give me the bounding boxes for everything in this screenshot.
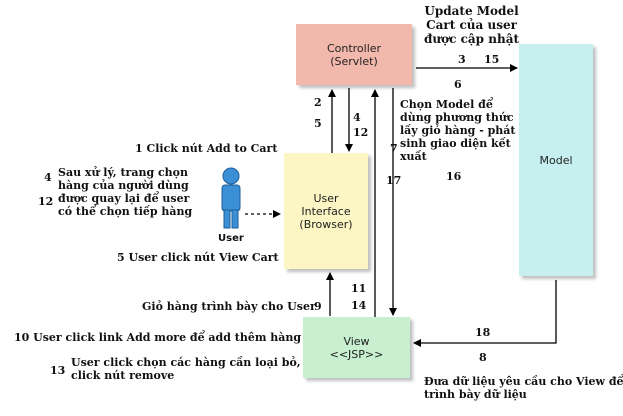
step-5: 5 [314, 117, 322, 130]
step-14: 14 [351, 299, 367, 312]
controller-subtitle: (Servlet) [330, 54, 378, 68]
controller-box: Controller (Servlet) [296, 24, 412, 85]
step-4: 4 [353, 111, 361, 124]
step-18: 18 [475, 326, 491, 339]
user-interface-box: User Interface (Browser) [284, 153, 368, 269]
note-update-model: Update Model Cart của user được cập nhật [424, 4, 520, 46]
ui-line-2: Interface [301, 204, 351, 218]
model-box: Model [519, 44, 593, 276]
arrow-model-to-view [413, 280, 557, 347]
step-2: 2 [314, 96, 322, 109]
user-label: User [218, 233, 244, 244]
model-title: Model [539, 153, 573, 167]
side-number-13: 13 [50, 364, 66, 377]
view-title: View [343, 334, 370, 348]
step-3: 3 [458, 53, 466, 66]
user-figure-icon [221, 167, 241, 229]
note-dua-du-lieu: Đưa dữ liệu yêu cầu cho View để trình bà… [424, 375, 623, 401]
step-17: 17 [386, 174, 402, 187]
note-click-add-to-cart: 1 Click nút Add to Cart [135, 142, 278, 155]
controller-title: Controller [326, 41, 382, 55]
step-12: 12 [353, 126, 369, 139]
step-16: 16 [446, 170, 462, 183]
note-gio-hang: Giỏ hàng trình bày cho User [142, 300, 316, 313]
step-9: 9 [314, 300, 322, 313]
ui-line-1: User [313, 191, 339, 205]
view-subtitle: <<JSP>> [329, 347, 384, 361]
ui-line-3: (Browser) [299, 217, 353, 231]
note-view-cart: 5 User click nút View Cart [117, 251, 279, 264]
note-add-more: 10 User click link Add more để add thêm … [14, 331, 302, 344]
step-11: 11 [351, 282, 367, 295]
step-7: 7 [390, 142, 398, 155]
step-6: 6 [454, 78, 462, 91]
side-number-12: 12 [38, 195, 54, 208]
step-15: 15 [484, 53, 500, 66]
side-number-4: 4 [44, 171, 52, 184]
view-box: View <<JSP>> [303, 317, 410, 378]
note-chon-bo: User click chọn các hàng cần loại bỏ, cl… [71, 356, 301, 382]
step-8: 8 [479, 351, 487, 364]
note-sau-xu-ly: Sau xử lý, trang chọn hàng của người dùn… [58, 166, 193, 218]
note-chon-model: Chọn Model để dùng phương thức lấy giỏ h… [400, 98, 516, 163]
